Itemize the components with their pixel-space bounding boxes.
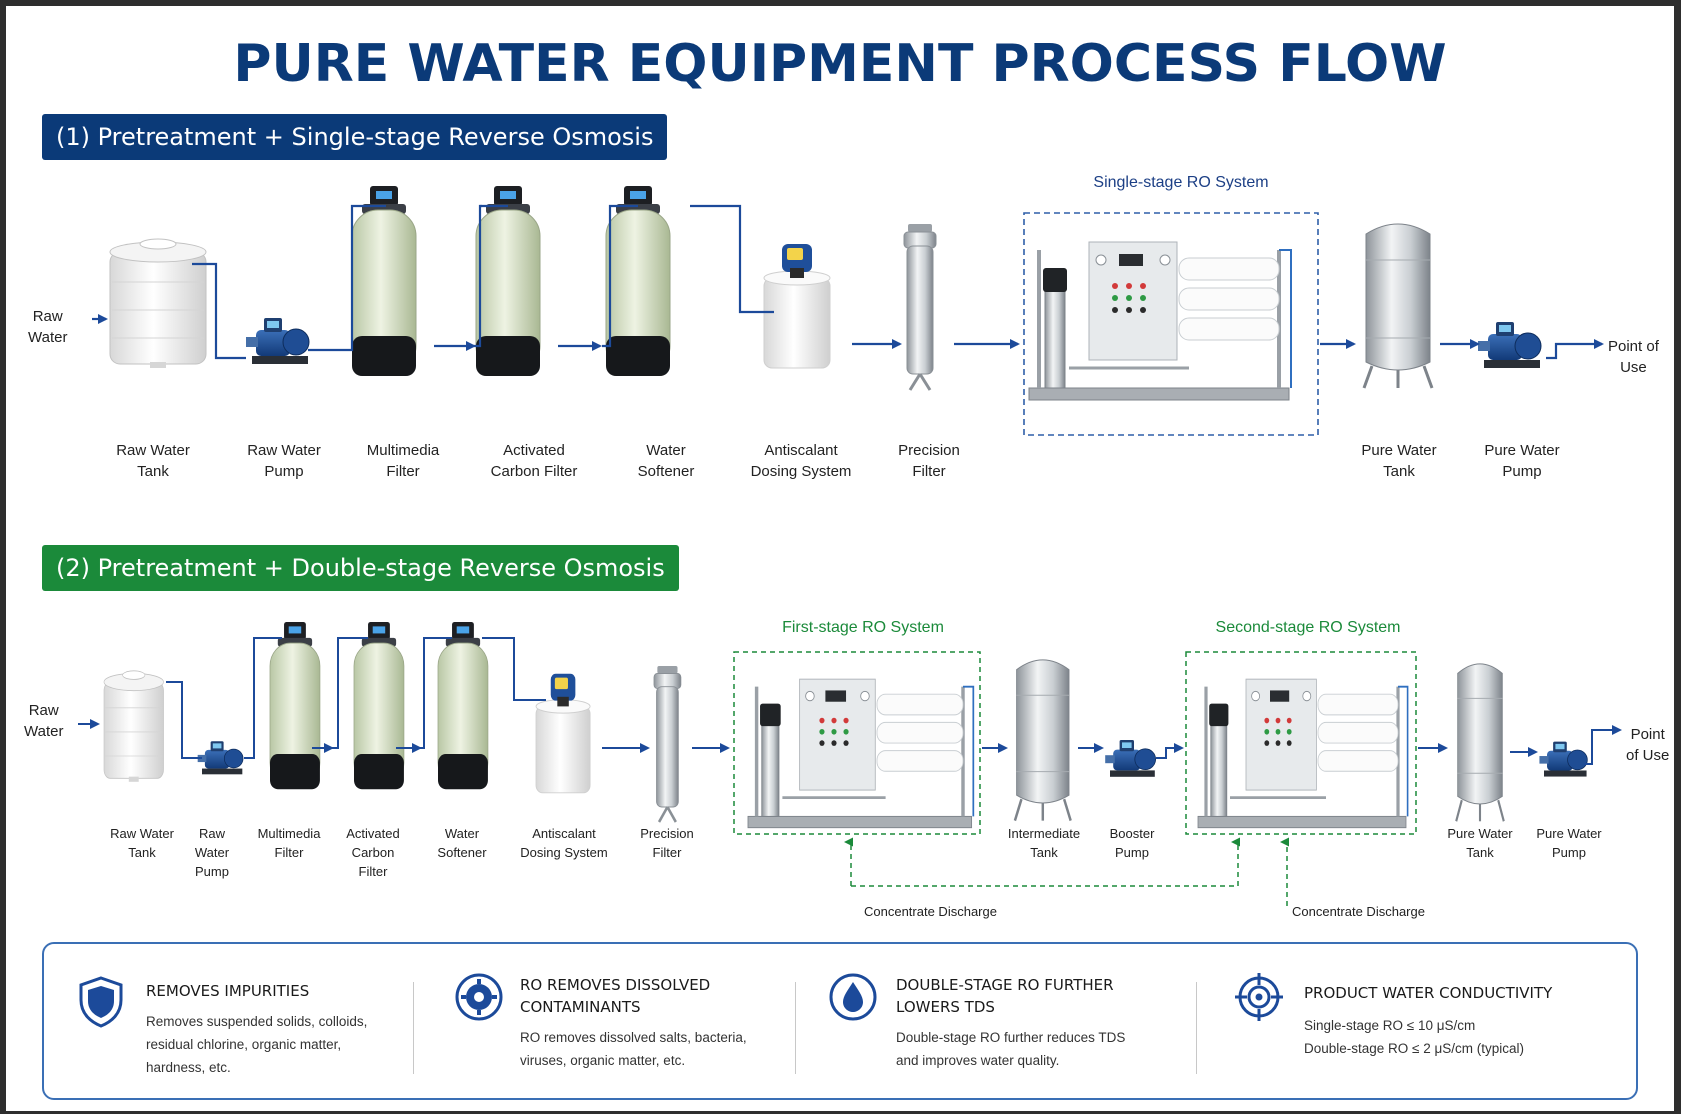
second-stage-ro-skid-icon (1196, 677, 1410, 830)
concentrate-discharge-lines (844, 837, 1289, 906)
gear-icon (455, 973, 503, 1021)
shield-icon (79, 976, 123, 1028)
second-stage-ro-label: Second-stage RO System (1215, 619, 1401, 636)
info-item-tds: DOUBLE-STAGE RO FURTHER LOWERS TDS Doubl… (828, 944, 1168, 1098)
precision-filter-icon (902, 222, 938, 392)
info-item-conductivity: PRODUCT WATER CONDUCTIVITY Single-stage … (1234, 944, 1614, 1098)
section2-banner: (2) Pretreatment + Double-stage Reverse … (42, 545, 679, 591)
label-pure-water-pump-2: Pure Water Pump (1536, 826, 1602, 860)
first-stage-ro-skid-icon (746, 677, 976, 830)
single-stage-ro-box (1023, 212, 1319, 436)
label-raw-water-pump-2: Raw Water Pump (194, 826, 230, 879)
pure-water-pump-icon (1477, 321, 1542, 369)
section2-output-label: Point of Use (1626, 726, 1670, 764)
section2-flow-lines (78, 637, 1622, 765)
second-stage-ro-box (1185, 651, 1417, 835)
label-booster-pump: Booster Pump (1109, 826, 1155, 860)
pure-water-tank-icon (1362, 222, 1434, 390)
label-pure-water-pump: Pure Water Pump (1484, 442, 1560, 480)
single-stage-ro-skid-icon (1027, 240, 1293, 402)
label-raw-water-tank: Raw Water Tank (116, 442, 190, 480)
label-raw-water-tank-2: Raw Water Tank (110, 826, 174, 860)
info-heading: REMOVES IMPURITIES (146, 982, 310, 1000)
concentrate-discharge-label-2: Concentrate Discharge (1292, 904, 1425, 919)
water-drop-icon (829, 973, 877, 1021)
raw-water-tank-icon (109, 238, 207, 369)
water-softener-2-icon (437, 621, 489, 790)
process-diagram (78, 185, 1622, 906)
info-text: RO removes dissolved salts, bacteria, vi… (520, 1030, 747, 1068)
label-multimedia-filter: Multimedia Filter (366, 442, 440, 480)
info-text: Double-stage RO further reduces TDS and … (896, 1030, 1126, 1068)
label-multimedia-filter-2: Multimedia Filter (257, 826, 321, 860)
first-stage-ro-label: First-stage RO System (782, 619, 944, 636)
divider (795, 982, 796, 1074)
label-activated-carbon-filter: Activated Carbon Filter (490, 442, 578, 480)
divider (413, 982, 414, 1074)
precision-filter-2-icon (652, 664, 683, 824)
label-precision-filter: Precision Filter (898, 442, 960, 480)
section2-equipment (103, 621, 1588, 830)
activated-carbon-filter-2-icon (353, 621, 405, 790)
first-stage-ro-box (733, 651, 981, 835)
label-antiscalant-dosing: Antiscalant Dosing System (750, 442, 852, 480)
label-precision-filter-2: Precision Filter (640, 826, 694, 860)
section1-input-label: Raw Water (28, 308, 68, 346)
info-item-impurities: REMOVES IMPURITIES Removes suspended sol… (78, 944, 418, 1098)
label-raw-water-pump: Raw Water Pump (247, 442, 321, 480)
page-title: PURE WATER EQUIPMENT PROCESS FLOW (233, 34, 1447, 94)
antiscalant-dosing-icon (763, 243, 831, 369)
info-heading: PRODUCT WATER CONDUCTIVITY (1304, 984, 1553, 1002)
raw-water-pump-2-icon (197, 740, 244, 775)
pure-water-tank-2-icon (1454, 662, 1506, 823)
page: PURE WATER EQUIPMENT PROCESS FLOW (1) Pr… (6, 6, 1674, 1111)
multimedia-filter-icon (351, 185, 417, 377)
label-intermediate-tank: Intermediate Tank (1007, 826, 1081, 860)
divider (1196, 982, 1197, 1074)
section1-equipment (109, 185, 1542, 402)
intermediate-tank-icon (1013, 658, 1073, 823)
label-pure-water-tank: Pure Water Tank (1361, 442, 1437, 480)
info-panel: REMOVES IMPURITIES Removes suspended sol… (42, 942, 1638, 1100)
antiscalant-dosing-2-icon (535, 673, 591, 794)
info-heading: DOUBLE-STAGE RO FURTHER LOWERS TDS (896, 976, 1114, 1016)
info-item-dissolved: RO REMOVES DISSOLVED CONTAMINANTS RO rem… (454, 944, 784, 1098)
label-activated-carbon-filter-2: Activated Carbon Filter (346, 826, 400, 879)
water-softener-icon (605, 185, 671, 377)
label-antiscalant-dosing-2: Antiscalant Dosing System (520, 826, 608, 860)
concentrate-discharge-label-1: Concentrate Discharge (864, 904, 997, 919)
target-icon (1235, 973, 1283, 1021)
single-stage-ro-label: Single-stage RO System (1093, 174, 1269, 191)
info-text: Removes suspended solids, colloids, resi… (146, 1014, 368, 1075)
multimedia-filter-2-icon (269, 621, 321, 790)
pure-water-pump-2-icon (1539, 741, 1588, 777)
booster-pump-icon (1104, 739, 1156, 778)
info-text: Single-stage RO ≤ 10 μS/cm Double-stage … (1304, 1018, 1525, 1056)
section1-flow-lines (92, 204, 1604, 360)
section1-banner: (1) Pretreatment + Single-stage Reverse … (42, 114, 668, 160)
raw-water-pump-icon (245, 317, 310, 365)
label-water-softener: Water Softener (637, 442, 695, 480)
label-water-softener-2: Water Softener (437, 826, 487, 860)
raw-water-tank-2-icon (103, 670, 164, 783)
label-pure-water-tank-2: Pure Water Tank (1447, 826, 1513, 860)
section2-input-label: Raw Water (24, 702, 64, 740)
info-heading: RO REMOVES DISSOLVED CONTAMINANTS (520, 976, 711, 1016)
section1-output-label: Point of Use (1608, 338, 1659, 376)
activated-carbon-filter-icon (475, 185, 541, 377)
